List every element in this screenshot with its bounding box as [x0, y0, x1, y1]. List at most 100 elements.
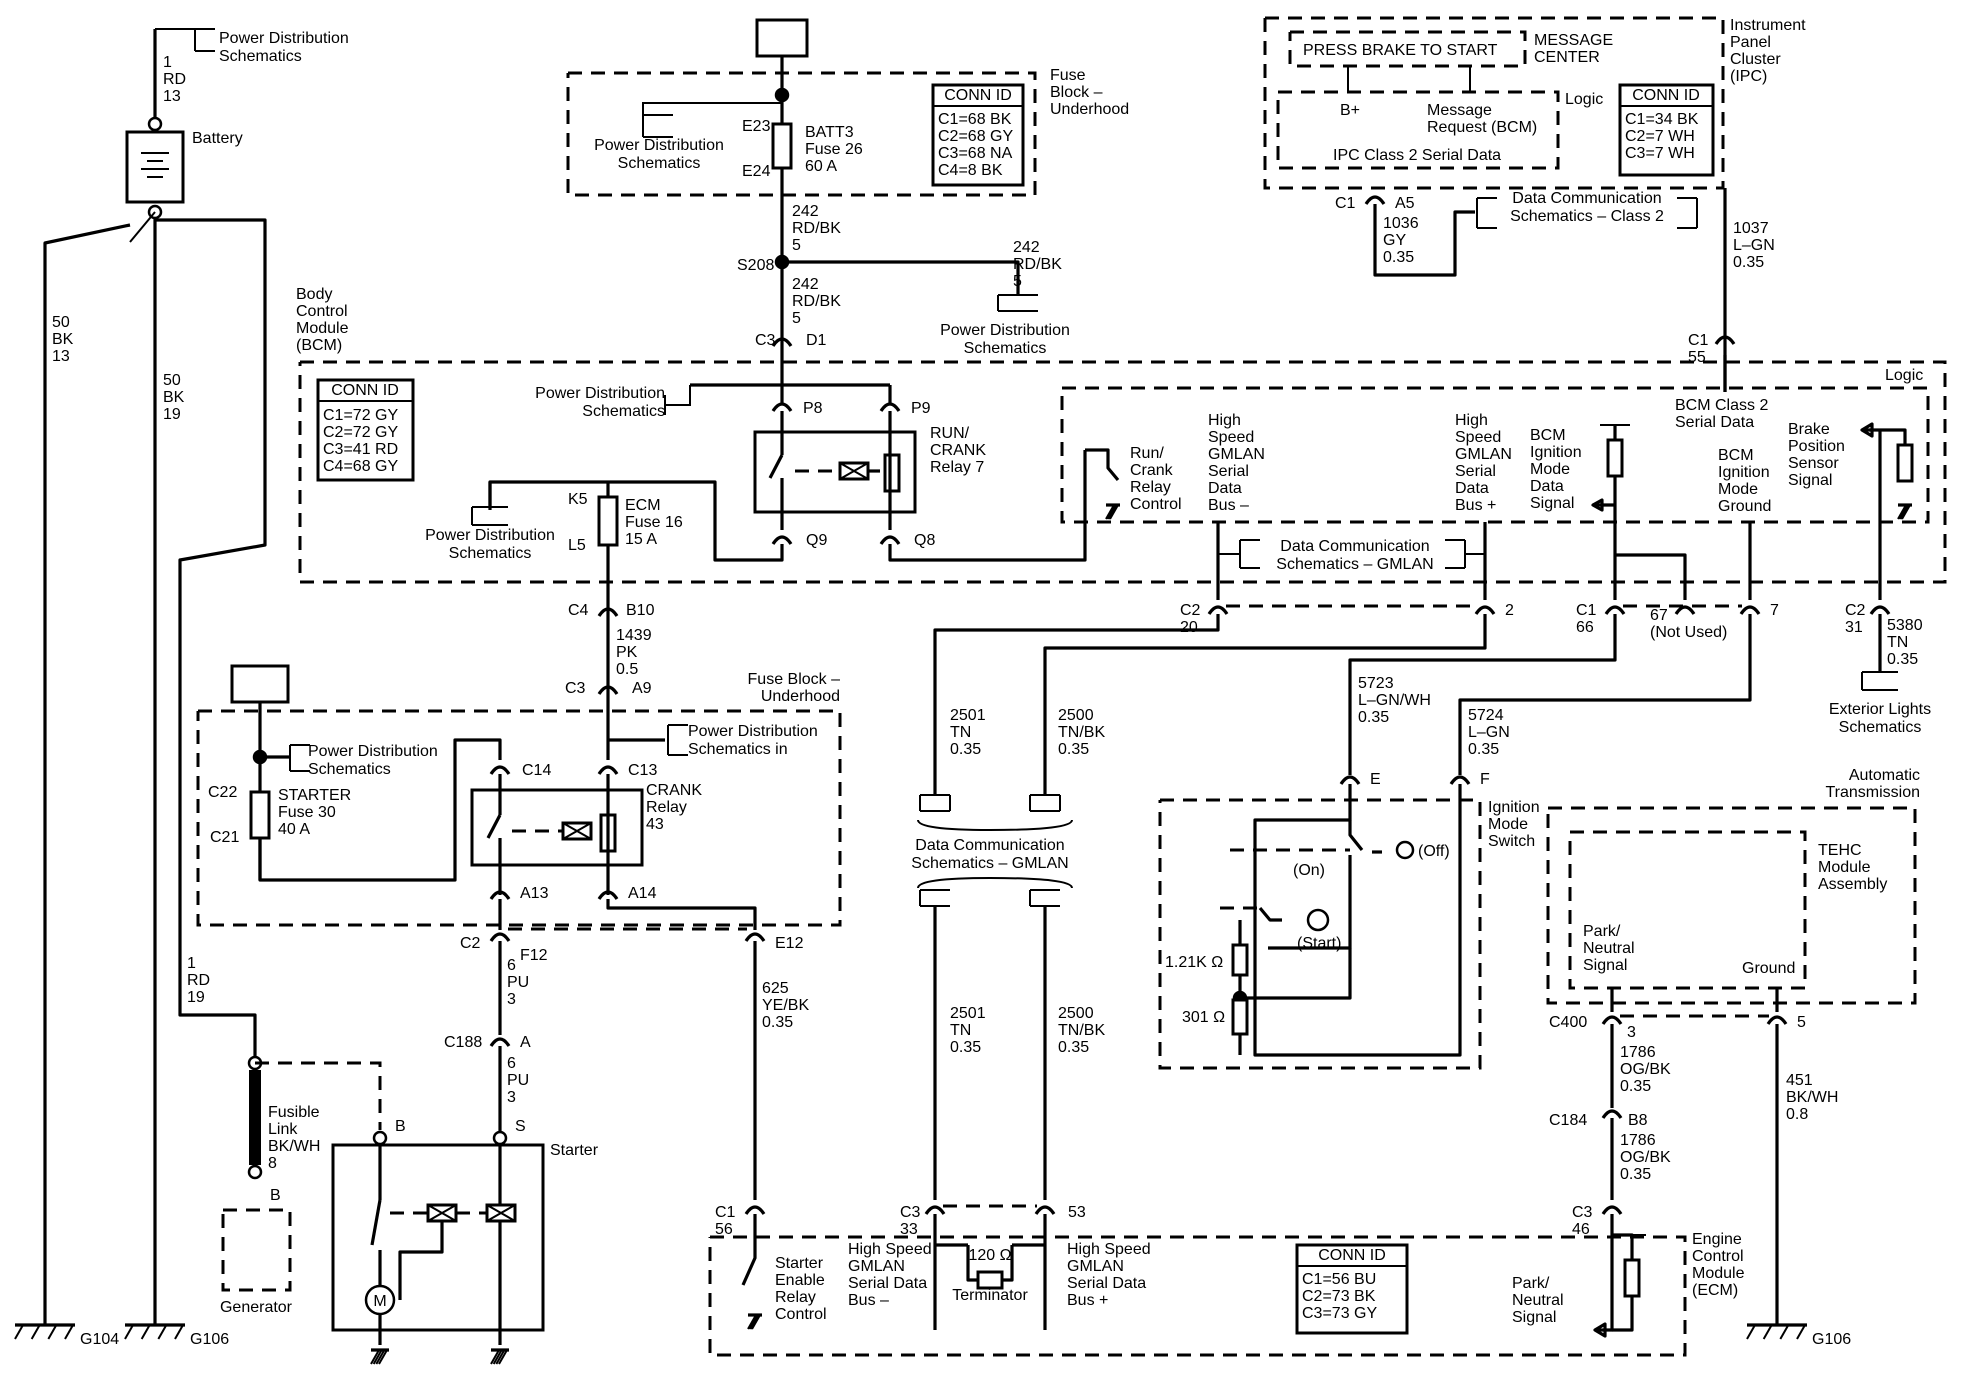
label-w1036-1: GY	[1383, 232, 1406, 249]
label-d1: D1	[806, 332, 827, 349]
ground-hatch	[140, 1324, 151, 1340]
label-ipc_a5: A5	[1395, 195, 1415, 212]
conn-id-ecm	[1295, 1243, 1409, 1335]
ignition-start-contact	[1258, 906, 1282, 922]
label-w2501b-1: TN	[950, 1022, 971, 1039]
label-pd_top-0: Power Distribution	[219, 30, 349, 47]
gmlan-bracket-a	[919, 794, 950, 812]
label-p8: P8	[803, 400, 823, 417]
ground-hatch	[498, 1349, 508, 1365]
starter-terminal-b	[372, 1130, 388, 1146]
label-conn_fb-1: C2=68 GY	[938, 128, 1013, 145]
label-batt_wire_top-2: 13	[163, 88, 181, 105]
label-hs_plus-1: Speed	[1455, 429, 1501, 446]
diagram-texts: Power DistributionSchematics1RD13Battery…	[52, 17, 1931, 1348]
ground-hatch	[47, 1324, 58, 1340]
label-ipc_logic: Logic	[1565, 91, 1603, 108]
label-pin67-0: 67	[1650, 607, 1668, 624]
label-pin_e: E	[1370, 771, 1381, 788]
label-w5380-1: TN	[1887, 634, 1908, 651]
starter-box	[331, 1143, 545, 1332]
label-pin53: 53	[1068, 1204, 1086, 1221]
label-w5724-2: 0.35	[1468, 741, 1499, 758]
label-starter_b: B	[395, 1118, 406, 1135]
label-batt_wire_top-1: RD	[163, 71, 186, 88]
label-bcm_title-1: Control	[296, 303, 348, 320]
label-e23: E23	[742, 118, 771, 135]
pd-ecm-bracket	[471, 506, 508, 526]
connector-c14	[489, 765, 511, 775]
generator-sense-link	[255, 1061, 382, 1130]
label-c1_66-0: C1	[1576, 602, 1597, 619]
battery-terminal-pos	[147, 116, 163, 132]
connector-ipc-c1-a5	[1364, 195, 1386, 205]
ipc-outline	[1263, 16, 1725, 190]
label-pn_signal_ecm-2: Signal	[1512, 1309, 1556, 1326]
label-bcm_ign_gnd-1: Ignition	[1718, 464, 1770, 481]
pn-signal-ecm-arrowhead	[1593, 1322, 1607, 1338]
gmlan-bracket-d	[1029, 889, 1060, 907]
ground-hatch	[1105, 504, 1115, 520]
label-bcm_ign_sig-0: BCM	[1530, 427, 1566, 444]
label-fuse_block_pd-1: Schematics	[618, 155, 701, 172]
label-c3_46-1: 46	[1572, 1221, 1590, 1238]
label-g106b: G106	[1812, 1331, 1851, 1348]
label-pin7: 7	[1770, 602, 1779, 619]
starter-coil-link	[398, 1221, 444, 1300]
label-tehc-2: Assembly	[1818, 876, 1887, 893]
label-gnd_wire_1-0: 50	[52, 314, 70, 331]
ground-hatch	[495, 1349, 506, 1365]
pn-signal-ecm-wire	[1595, 1214, 1614, 1332]
label-ecm_fuse-1: Fuse 16	[625, 514, 683, 531]
label-msg_center-0: MESSAGE	[1534, 32, 1613, 49]
label-hs_plus-5: Bus +	[1455, 497, 1496, 514]
label-starter_fuse-2: 40 A	[278, 821, 310, 838]
label-a14: A14	[628, 885, 657, 902]
pn-pullup-link	[1612, 1233, 1634, 1260]
label-fb2_title-1: Underhood	[761, 688, 840, 705]
connector-e	[1339, 775, 1361, 785]
label-ipc_title-0: Instrument	[1730, 17, 1806, 34]
label-c22: C22	[208, 784, 237, 801]
wire-1036	[1373, 204, 1475, 277]
label-fusible_link-3: 8	[268, 1155, 277, 1172]
label-w1439-2: 0.5	[616, 661, 638, 678]
label-bcm_title-3: (BCM)	[296, 337, 342, 354]
gmlan-bracket-sides	[919, 795, 1061, 811]
ground-hatch	[747, 1314, 757, 1330]
bcm-ign-arrowhead	[1591, 498, 1604, 512]
fuse-block-splice	[774, 87, 790, 103]
ground-wire-g104	[43, 223, 131, 1325]
label-pd_ecm-0: Power Distribution	[425, 527, 555, 544]
label-pd_bcm-1: Schematics	[582, 403, 665, 420]
label-bcm_ign_gnd-0: BCM	[1718, 447, 1754, 464]
label-hs_plus-2: GMLAN	[1455, 446, 1512, 463]
label-pd_ecm-1: Schematics	[449, 545, 532, 562]
dc-class2-bracket-right	[1677, 197, 1698, 229]
label-starter_enable-2: Relay	[775, 1289, 816, 1306]
label-l5: L5	[568, 537, 586, 554]
label-w242c-0: 242	[1013, 239, 1040, 256]
label-w625-0: 625	[762, 980, 789, 997]
label-auto_trans-1: Transmission	[1825, 784, 1920, 801]
label-pd_242-0: Power Distribution	[940, 322, 1070, 339]
connector-f	[1449, 775, 1471, 785]
label-bcm_class2-1: Serial Data	[1675, 414, 1754, 431]
label-c400: C400	[1549, 1014, 1587, 1031]
ground-hatch	[124, 1324, 134, 1340]
label-c1_55-1: 55	[1688, 349, 1706, 366]
msg-center-links	[1347, 66, 1471, 92]
label-pd_bcm-0: Power Distribution	[535, 385, 665, 402]
label-c3_33-1: 33	[900, 1221, 918, 1238]
connector-c3-d1	[771, 337, 793, 347]
label-pd_242-1: Schematics	[964, 340, 1047, 357]
label-w1439-0: 1439	[616, 627, 652, 644]
label-ipc_title-3: (IPC)	[1730, 68, 1767, 85]
bplus-box-lower	[230, 664, 290, 704]
label-generator: Generator	[220, 1299, 293, 1316]
label-w1037-1: L–GN	[1733, 237, 1775, 254]
ground-hatch	[490, 1349, 500, 1365]
label-c2: C2	[460, 935, 481, 952]
tehc-outline	[1568, 830, 1807, 990]
label-ext_lights-0: Exterior Lights	[1829, 701, 1931, 718]
